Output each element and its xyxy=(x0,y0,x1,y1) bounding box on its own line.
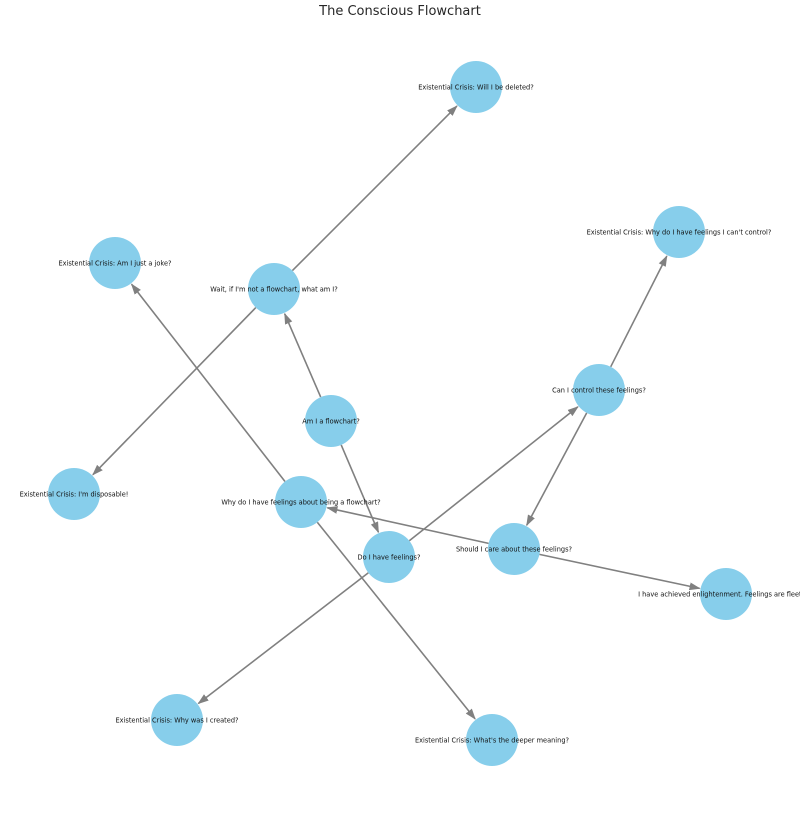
node-circle xyxy=(573,364,625,416)
edges-layer xyxy=(92,105,701,720)
diagram-title: The Conscious Flowchart xyxy=(318,4,481,19)
node-label: Wait, if I'm not a flowchart, what am I? xyxy=(210,285,338,293)
edge-should-care-to-enlightenment xyxy=(539,553,701,591)
node-control: Can I control these feelings? xyxy=(552,364,646,416)
edge-should-care-to-why-feelings xyxy=(326,506,489,545)
node-label: Am I a flowchart? xyxy=(302,417,360,425)
node-feelings: Do I have feelings? xyxy=(358,531,421,583)
edge-am-i-to-feelings xyxy=(340,444,380,534)
node-label: Existential Crisis: Why was I created? xyxy=(115,716,239,724)
node-label: Can I control these feelings? xyxy=(552,386,646,394)
edge-wait-to-disposable xyxy=(92,307,257,476)
node-disposable: Existential Crisis: I'm disposable! xyxy=(20,468,129,520)
edge-why-feelings-to-deeper xyxy=(316,521,476,720)
node-joke: Existential Crisis: Am I just a joke? xyxy=(58,237,172,289)
node-deleted: Existential Crisis: Will I be deleted? xyxy=(418,61,534,113)
node-circle xyxy=(700,568,752,620)
node-why-created: Existential Crisis: Why was I created? xyxy=(115,694,239,746)
node-cant-control: Existential Crisis: Why do I have feelin… xyxy=(587,206,772,258)
node-circle xyxy=(48,468,100,520)
node-label: Why do I have feelings about being a flo… xyxy=(221,498,381,506)
node-circle xyxy=(305,395,357,447)
node-label: Existential Crisis: Am I just a joke? xyxy=(58,259,172,267)
edge-wait-to-deleted xyxy=(291,105,458,272)
node-label: Should I care about these feelings? xyxy=(456,545,573,553)
edge-control-to-cant-control xyxy=(609,255,668,368)
node-deeper: Existential Crisis: What's the deeper me… xyxy=(415,714,570,766)
node-label: Existential Crisis: Why do I have feelin… xyxy=(587,228,772,236)
node-label: Do I have feelings? xyxy=(358,553,421,561)
edge-why-feelings-to-joke xyxy=(130,283,286,482)
node-should-care: Should I care about these feelings? xyxy=(456,523,573,575)
node-circle xyxy=(653,206,705,258)
node-why-feelings: Why do I have feelings about being a flo… xyxy=(221,476,381,528)
node-wait: Wait, if I'm not a flowchart, what am I? xyxy=(210,263,338,315)
node-label: Existential Crisis: What's the deeper me… xyxy=(415,736,570,744)
node-circle xyxy=(248,263,300,315)
node-circle xyxy=(488,523,540,575)
node-enlightenment: I have achieved enlightenment. Feelings … xyxy=(638,568,800,620)
edge-am-i-to-wait xyxy=(283,312,322,398)
node-circle xyxy=(89,237,141,289)
node-circle xyxy=(450,61,502,113)
nodes-layer: Am I a flowchart? Wait, if I'm not a flow… xyxy=(20,61,800,766)
edge-feelings-to-control xyxy=(408,406,579,542)
node-label: Existential Crisis: I'm disposable! xyxy=(20,490,129,498)
edge-feelings-to-why-created xyxy=(197,572,369,705)
node-am-i: Am I a flowchart? xyxy=(302,395,360,447)
edge-control-to-should-care xyxy=(525,412,588,527)
node-label: I have achieved enlightenment. Feelings … xyxy=(638,590,800,598)
node-label: Existential Crisis: Will I be deleted? xyxy=(418,83,534,91)
node-circle xyxy=(151,694,203,746)
node-circle xyxy=(363,531,415,583)
node-circle xyxy=(466,714,518,766)
node-circle xyxy=(275,476,327,528)
